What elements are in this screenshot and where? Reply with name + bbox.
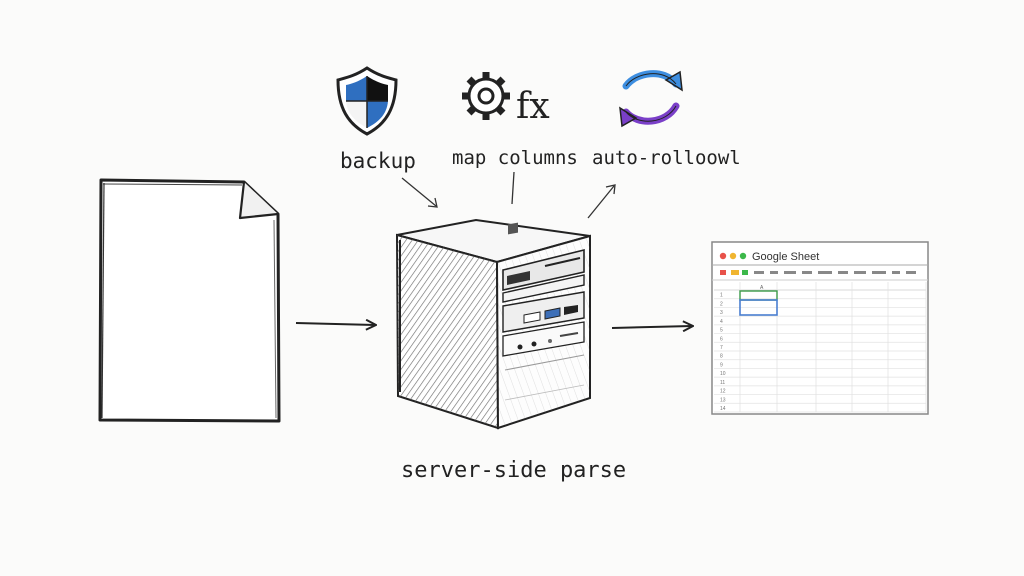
row-number: 12: [720, 389, 726, 395]
gear-icon: [462, 72, 510, 120]
window-minimize-dot: [729, 252, 737, 260]
row-number: 9: [720, 362, 723, 368]
document-icon: [98, 178, 281, 423]
refresh-cycle-icon: [619, 70, 683, 128]
window-close-dot: [719, 252, 727, 260]
window-zoom-dot: [739, 252, 747, 260]
row-number: 11: [720, 380, 725, 386]
row-number: 3: [720, 310, 723, 316]
pointer-backup: [401, 177, 437, 207]
row-number: 2: [720, 301, 723, 307]
pointer-auto-rollover: [587, 185, 615, 219]
label-auto-rollover: auto-rolloowl: [592, 147, 741, 169]
arrow-doc-to-server: [295, 323, 375, 325]
row-number: 5: [720, 328, 723, 334]
pointer-map-columns: [511, 171, 515, 205]
row-number: 6: [720, 336, 723, 342]
sheet-title: Google Sheet: [752, 251, 819, 263]
row-number: 4: [720, 319, 723, 325]
row-number: 7: [720, 345, 723, 351]
row-number: 1: [720, 293, 723, 299]
server-tower-icon: [395, 218, 591, 430]
row-number: 13: [720, 397, 726, 403]
label-map-columns: map columns: [452, 147, 578, 169]
highlighted-cell: [739, 299, 778, 316]
fx-symbol: fx: [516, 86, 550, 127]
sheet-toolbar: [720, 270, 916, 275]
row-number: 14: [720, 406, 726, 412]
shield-icon: [336, 66, 398, 136]
row-number: 10: [720, 371, 726, 377]
server-label: server-side parse: [401, 458, 626, 483]
row-number: 8: [720, 354, 723, 360]
column-header-a: A: [760, 285, 764, 291]
arrow-server-to-sheet: [611, 326, 692, 328]
label-backup: backup: [340, 149, 416, 173]
